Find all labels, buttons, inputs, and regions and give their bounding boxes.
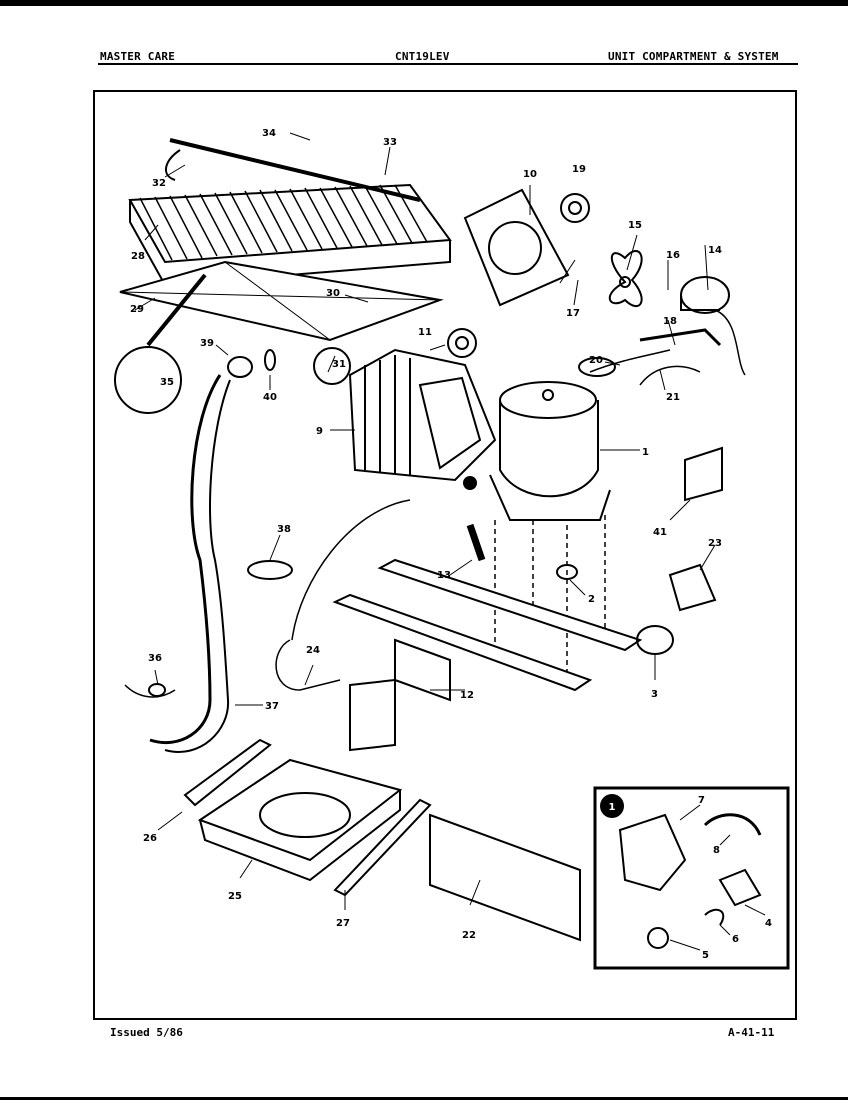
callout-20: 20 [589,355,603,366]
heater [124,684,176,698]
callout-25: 25 [228,891,242,902]
callout-7: 7 [698,795,705,806]
callout-24: 24 [306,645,320,656]
callout-22: 22 [462,930,476,941]
tube-rod [169,138,421,202]
wire-harness [589,349,671,373]
grommet-small [447,328,477,358]
filter-drier [466,523,486,562]
bottom-rule [0,1097,848,1100]
drain-pan [197,758,403,882]
callout-41: 41 [653,527,667,538]
relay-cover [618,813,687,892]
condenser-unit [348,348,497,482]
washer [636,625,674,655]
detail-circle [114,346,182,414]
bracket [639,328,722,347]
top-rule [0,0,848,6]
callout-1: 1 [642,447,649,458]
callout-39: 39 [200,338,214,349]
callout-2: 2 [588,594,595,605]
callout-27: 27 [336,918,350,929]
terminal [647,927,669,949]
callout-30: 30 [326,288,340,299]
inset-marker-label: 1 [609,802,616,813]
callout-38: 38 [277,524,291,535]
base-rail [332,558,643,752]
callout-29: 29 [130,304,144,315]
hose-clamp [247,560,293,580]
section-title: UNIT COMPARTMENT & SYSTEM [608,50,779,63]
callout-31: 31 [332,359,346,370]
callout-5: 5 [702,950,709,961]
overload [668,563,717,612]
callout-11: 11 [418,327,432,338]
power-cord [275,639,341,691]
header-rule [98,63,798,65]
callout-16: 16 [666,250,680,261]
callout-26: 26 [143,833,157,844]
callout-12: 12 [460,690,474,701]
callout-19: 19 [572,164,586,175]
callout-40: 40 [263,392,277,403]
brand-label: MASTER CARE [100,50,176,63]
page-code: A-41-11 [728,1026,775,1039]
callout-33: 33 [383,137,397,148]
callout-32: 32 [152,178,166,189]
model-number: CNT19LEV [395,50,450,63]
inset-marker-circle [600,794,624,818]
pan-rail-left [183,738,272,807]
callout-8: 8 [713,845,720,856]
callout-10: 10 [523,169,537,180]
callout-4: 4 [765,918,772,929]
grommet [560,193,590,223]
clip [578,357,616,377]
callout-6: 6 [732,934,739,945]
relay-part [718,868,762,907]
access-panel [429,813,581,942]
callout-34: 34 [262,128,276,139]
callout-13: 13 [437,570,451,581]
callout-9: 9 [316,426,323,437]
tube-bend [165,149,181,181]
callout-23: 23 [708,538,722,549]
spring-clip [704,908,725,926]
callout-17: 17 [566,308,580,319]
process-tube [291,499,411,641]
fan-shroud [463,188,570,307]
inset-marker-dot [463,476,477,490]
callout-3: 3 [651,689,658,700]
fan-motor [680,276,746,376]
compressor [489,381,611,521]
callout-14: 14 [708,245,722,256]
callout-18: 18 [663,316,677,327]
fan-blade [608,250,643,307]
callout-36: 36 [148,653,162,664]
pan-rail-right [333,798,432,897]
inset-detail-box [593,786,790,970]
callout-37: 37 [265,701,279,712]
callout-21: 21 [666,392,680,403]
callout-15: 15 [628,220,642,231]
condenser-coil [128,183,452,287]
relay [684,446,723,502]
issued-date: Issued 5/86 [110,1026,183,1039]
diagram-frame [93,90,797,1020]
base-plate [119,260,444,342]
callout-35: 35 [160,377,174,388]
wire-clip [703,813,762,836]
drain-tube [149,374,222,745]
callout-28: 28 [131,251,145,262]
